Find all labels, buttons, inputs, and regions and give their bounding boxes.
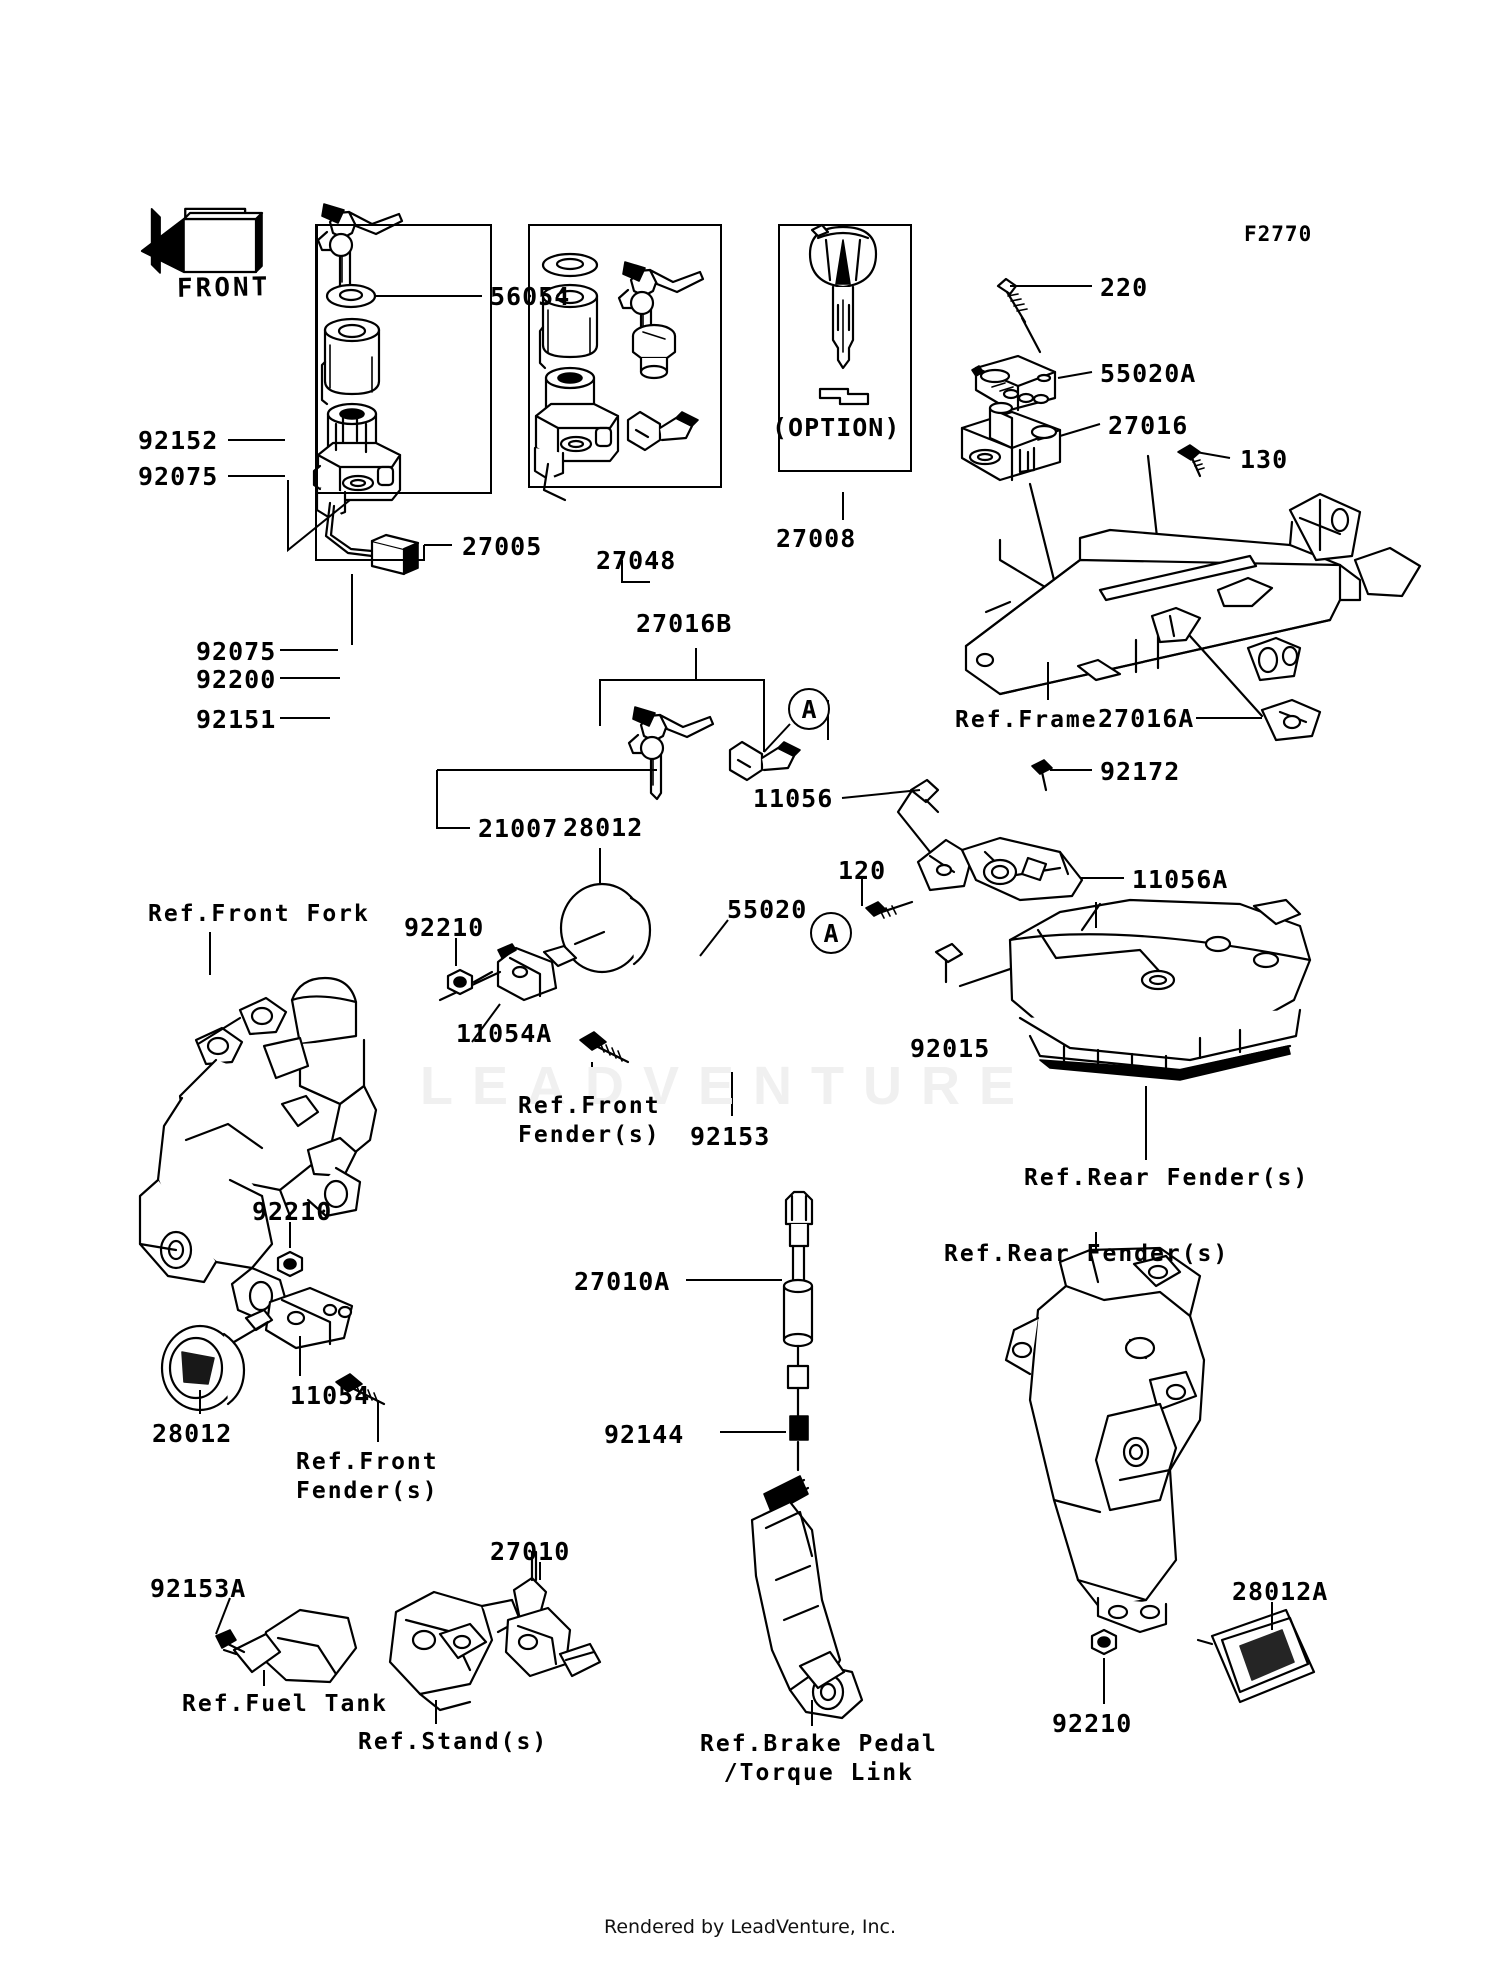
- bracket-11054-art: [244, 1286, 354, 1350]
- box-27008-option: [778, 224, 912, 472]
- part-label-28012A: 28012A: [1232, 1577, 1329, 1606]
- screw-92153A-art: [215, 1629, 246, 1654]
- part-label-11056A: 11056A: [1132, 865, 1229, 894]
- key-holder-clip-art: [728, 723, 801, 782]
- part-label-92210-bot: 92210: [1052, 1709, 1133, 1738]
- part-label-92153A: 92153A: [150, 1574, 247, 1603]
- part-label-28012-top: 28012: [563, 813, 644, 842]
- part-label-27010A: 27010A: [574, 1267, 671, 1296]
- ref-label-frame: Ref.Frame: [955, 707, 1098, 733]
- nut-92210-bottom-art: [1090, 1628, 1118, 1656]
- front-arrow-icon: [140, 207, 264, 274]
- screw-92172-art: [1031, 759, 1053, 792]
- part-label-130: 130: [1240, 445, 1289, 474]
- stand-switch-27010-art: [504, 1550, 602, 1678]
- part-label-56054: 56054: [490, 282, 571, 311]
- part-label-27016B: 27016B: [636, 609, 733, 638]
- ignition-bracket-27016-art: [960, 401, 1062, 482]
- ref-label-fuel-tank: Ref.Fuel Tank: [182, 1691, 389, 1717]
- part-label-92153: 92153: [690, 1122, 771, 1151]
- part-label-28012-mid: 28012: [152, 1419, 233, 1448]
- part-label-92200: 92200: [196, 665, 277, 694]
- bolt-120-art: [865, 900, 914, 919]
- part-label-92210-top: 92210: [404, 913, 485, 942]
- ref-label-rear-fender-1: Ref.Rear Fender(s): [1024, 1165, 1310, 1191]
- handlebar-holder-55020A-art: [971, 354, 1057, 412]
- part-label-11056: 11056: [753, 784, 834, 813]
- ref-label-rear-fender-2: Ref.Rear Fender(s): [944, 1241, 1230, 1267]
- watermark-text: LEADVENTURE: [420, 1056, 1035, 1116]
- reflector-28012A-art: [1196, 1608, 1316, 1704]
- part-label-120: 120: [838, 856, 887, 885]
- nut-92210-mid-art: [276, 1250, 304, 1278]
- nut-92210-upper-art: [446, 968, 494, 996]
- front-arrow-label: FRONT: [176, 272, 271, 304]
- bolt-130-art: [1177, 444, 1205, 478]
- part-label-92075-mid: 92075: [196, 637, 277, 666]
- frame-art: [964, 492, 1422, 696]
- part-label-92151: 92151: [196, 705, 277, 734]
- rear-fender-upper-art: [1008, 898, 1312, 1081]
- part-label-27010: 27010: [490, 1537, 571, 1566]
- brake-pedal-art: [750, 1500, 864, 1720]
- part-label-92152: 92152: [138, 426, 219, 455]
- rear-fender-lower-art: [1004, 1246, 1206, 1634]
- part-label-55020A: 55020A: [1100, 359, 1197, 388]
- option-label: (OPTION): [772, 413, 901, 442]
- part-label-220: 220: [1100, 273, 1149, 302]
- part-label-92015: 92015: [910, 1034, 991, 1063]
- front-fork-art: [138, 976, 378, 1324]
- box-27048: [528, 224, 722, 488]
- part-label-27016: 27016: [1108, 411, 1189, 440]
- box-27005: [316, 224, 492, 494]
- bolt-220-art: [996, 277, 1042, 354]
- bracket-11054A-art: [438, 943, 578, 1002]
- bracket-11056-art: [896, 778, 974, 892]
- callout-a-upper: A: [788, 688, 830, 730]
- leader-lines: [199, 285, 1273, 1726]
- part-label-55020: 55020: [727, 895, 808, 924]
- nut-92015-art: [958, 930, 1110, 988]
- reflector-28012-art: [559, 882, 652, 974]
- footer-credit: Rendered by LeadVenture, Inc.: [603, 1916, 897, 1938]
- reflector-28012-lower-art: [160, 1320, 270, 1412]
- part-label-92144: 92144: [604, 1420, 685, 1449]
- part-label-27008: 27008: [776, 524, 857, 553]
- part-label-92075-top: 92075: [138, 462, 219, 491]
- brake-switch-27010A-art: [763, 1190, 814, 1515]
- part-label-27016A: 27016A: [1098, 704, 1195, 733]
- diagram-code: F2770: [1244, 222, 1313, 246]
- stand-bracket-art: [388, 1590, 522, 1712]
- part-label-11054A: 11054A: [456, 1019, 553, 1048]
- ref-label-stand: Ref.Stand(s): [358, 1729, 549, 1755]
- ref-label-brake-pedal: Ref.Brake Pedal/Torque Link: [700, 1731, 938, 1786]
- part-label-27005: 27005: [462, 532, 543, 561]
- holder-11056A-art: [934, 836, 1084, 984]
- part-label-92210-mid: 92210: [252, 1197, 333, 1226]
- part-label-92172: 92172: [1100, 757, 1181, 786]
- key-27016B-art: [627, 706, 715, 801]
- part-label-27048: 27048: [596, 546, 677, 575]
- fuel-tank-bracket-art: [222, 1608, 358, 1684]
- part-label-21007: 21007: [478, 814, 559, 843]
- ref-label-front-fork: Ref.Front Fork: [148, 901, 370, 927]
- bracket-27016A-art: [1188, 634, 1322, 742]
- part-label-11054: 11054: [290, 1381, 371, 1410]
- callout-a-lower: A: [810, 912, 852, 954]
